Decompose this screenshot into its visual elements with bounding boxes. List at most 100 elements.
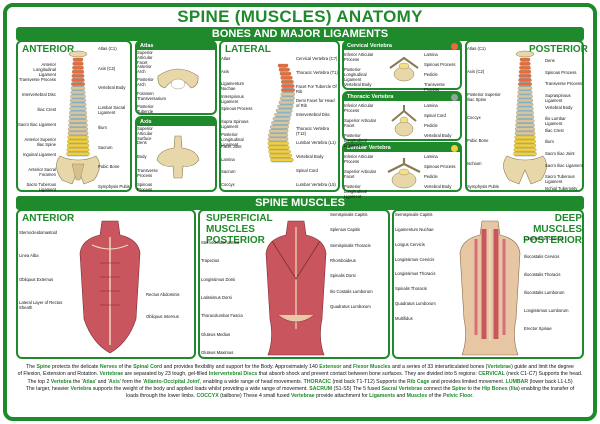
intervertebral-disc <box>281 99 294 101</box>
anatomy-label: Quadratus Lumborum <box>330 304 371 309</box>
anatomy-label: Vertebral Body <box>344 82 372 87</box>
vertebra <box>281 80 294 84</box>
intervertebral-disc <box>73 73 83 75</box>
anatomy-label: Cervical Vertebra (C7) <box>296 56 338 61</box>
description-line: loads through the lower limbs. COCCYX (t… <box>126 393 474 400</box>
intervertebral-disc <box>72 89 84 91</box>
vertebra <box>519 70 531 74</box>
intervertebral-disc <box>517 118 533 120</box>
section-band-muscles: SPINE MUSCLES <box>16 196 584 210</box>
vertebra <box>515 115 535 119</box>
anatomy-label: Anterior Longitudinal Ligament <box>33 62 56 77</box>
anatomy-label: Iliac Crest <box>37 107 56 112</box>
anatomy-label: Longissimus Lumborum <box>524 308 569 313</box>
anatomy-label: Spinous Process <box>221 106 253 112</box>
intervertebral-disc <box>67 151 89 153</box>
intervertebral-disc <box>269 149 289 150</box>
vertebra <box>513 148 537 152</box>
vertebra <box>278 100 295 105</box>
vertebra <box>513 152 537 156</box>
panel-deep-muscles: DEEP MUSCLES POSTERIOR <box>392 209 584 359</box>
intervertebral-disc <box>270 157 291 159</box>
anatomy-label: Pubic Bone <box>98 164 120 170</box>
anatomy-label: Atlas (C1) <box>467 46 486 51</box>
intervertebral-disc <box>519 77 531 79</box>
anatomy-label: Posterior Tubercle <box>137 104 154 114</box>
intervertebral-disc <box>73 69 83 71</box>
vertebra <box>516 111 534 115</box>
intervertebral-disc <box>269 153 290 155</box>
vertebra <box>518 82 532 86</box>
vertebra <box>67 131 89 135</box>
intervertebral-disc <box>71 102 85 103</box>
anterior-torso-figure <box>79 220 141 354</box>
intervertebral-disc <box>279 67 287 68</box>
vertebra <box>66 148 90 152</box>
intervertebral-disc <box>515 138 535 140</box>
axis-heading: Axis <box>137 118 215 126</box>
vertebra <box>267 141 289 146</box>
description-line: The top 2 Vertebra the 'Atlas' and 'Axis… <box>27 378 573 385</box>
anatomy-label: Interspinous Ligament <box>221 93 244 104</box>
intervertebral-disc <box>519 81 531 83</box>
intervertebral-disc <box>68 143 88 144</box>
intervertebral-disc <box>73 65 83 67</box>
lumbar-color-dot <box>451 145 458 152</box>
panel-atlas: Atlas <box>135 40 217 115</box>
description-line: The larger, heavier Vertebra supports th… <box>25 385 575 392</box>
description-text: The Spine protects the delicate Nerves o… <box>14 364 586 400</box>
intervertebral-disc <box>67 155 89 157</box>
anatomy-label: Sacro Iliac Ligament <box>545 162 583 168</box>
vertebra <box>66 143 90 148</box>
vertebra <box>70 94 86 99</box>
anatomy-label: Thoracic Vertebra (T1) <box>296 70 338 75</box>
anatomy-label: Longissimus Cervicis <box>395 256 435 262</box>
anatomy-label: Quadratus Lumborum <box>395 301 436 307</box>
intervertebral-disc <box>515 147 535 149</box>
panel-anterior-bones: ANTERIOR <box>16 40 132 192</box>
anatomy-label: Spinalis Dorsi <box>330 273 356 279</box>
vertebra <box>270 125 289 129</box>
atlas-heading: Atlas <box>137 42 215 50</box>
page-title: SPINE (MUSCLES) ANATOMY <box>177 7 423 26</box>
anatomy-label: Rectus Abdominis <box>146 292 180 297</box>
anatomy-label: Dens <box>137 140 147 145</box>
anatomy-label: Pubic Bone <box>467 138 489 143</box>
anatomy-label: Inguinal Ligament <box>22 152 56 157</box>
vertebra <box>277 104 294 109</box>
thoracic-vertebra-figure <box>391 105 417 137</box>
intervertebral-disc <box>517 110 533 112</box>
intervertebral-disc <box>514 155 536 157</box>
vertebra <box>69 111 87 115</box>
anatomy-label: Axis <box>221 68 229 74</box>
vertebra <box>67 135 89 140</box>
section-band-bones: BONES AND MAJOR LIGAMENTS <box>16 27 584 41</box>
anatomy-label: Posterior Longitudinal Ligament <box>344 184 367 199</box>
vertebra <box>517 90 533 94</box>
intervertebral-disc <box>519 85 531 87</box>
anatomy-label: Gluteus Medius <box>201 331 231 337</box>
intervertebral-disc <box>272 124 289 126</box>
panel-lateral: LATERAL <box>219 40 340 192</box>
vertebra <box>281 88 295 92</box>
intervertebral-disc <box>521 61 529 62</box>
intervertebral-disc <box>517 106 533 108</box>
anatomy-label: Vertebral Body <box>424 184 452 189</box>
vertebra <box>71 78 85 82</box>
anatomy-label: Inferior Articular Process <box>344 52 374 62</box>
intervertebral-disc <box>282 83 293 85</box>
anatomy-label: Superior Articular Facet <box>344 118 377 128</box>
anatomy-label: Ischial Tuberosity <box>545 186 578 191</box>
vertebra <box>269 154 292 158</box>
anatomy-label: Coccyx <box>221 182 235 187</box>
vertebra <box>515 127 535 131</box>
intervertebral-disc <box>68 138 88 140</box>
intervertebral-disc <box>71 93 85 95</box>
intervertebral-disc <box>281 79 292 81</box>
intervertebral-disc <box>520 65 530 67</box>
anatomy-label: Superior Articular Facet <box>137 50 153 65</box>
intervertebral-disc <box>70 106 86 108</box>
anatomy-label: Sacro Tuberous Ligament <box>26 182 56 192</box>
intervertebral-disc <box>70 110 86 112</box>
anatomy-label: Sacro Iliac Ligament <box>18 122 56 127</box>
